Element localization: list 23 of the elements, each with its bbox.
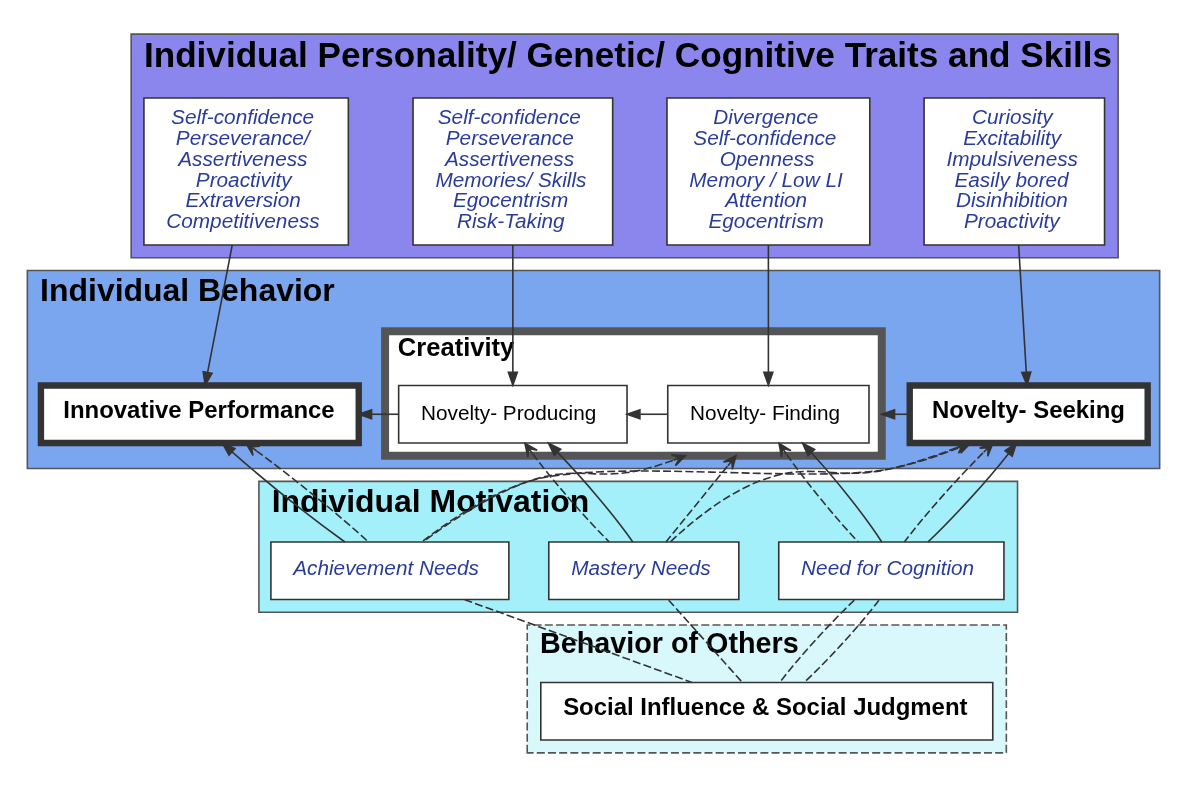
arrow — [762, 244, 774, 388]
node-box: Novelty- Seeking — [906, 382, 1151, 447]
arrow — [778, 442, 860, 543]
connector — [779, 599, 856, 684]
arrow — [507, 244, 519, 388]
node-box: Mastery Needs — [548, 541, 740, 601]
arrow — [800, 441, 883, 543]
node-box: Need for Cognition — [777, 541, 1005, 601]
connector — [464, 598, 693, 684]
node-box: Novelty- Producing — [397, 384, 628, 444]
connector — [803, 599, 880, 684]
arrow — [524, 442, 611, 543]
arrow — [665, 454, 737, 543]
node-box: Social Influence & Social Judgment — [540, 681, 994, 741]
node-box: Self-confidence Perseverance Assertiveness Memories/ Skills Egocentrism Risk-Taking — [412, 97, 614, 246]
node-box: Curiosity Excitability Impulsiveness Easily bored Disinhibition Proactivity — [923, 97, 1106, 246]
node-box: Novelty- Finding — [666, 384, 870, 444]
node-box: Innovative Performance — [37, 382, 362, 447]
node-box: Divergence Self-confidence Openness Memory / Low LI Attention Egocentrism — [666, 97, 871, 246]
arrow — [546, 441, 634, 543]
node-box: Self-confidence Perseverance/ Assertiveness Proactivity Extraversion Competitiveness — [143, 97, 350, 246]
arrow — [624, 408, 669, 420]
node-box: Achievement Needs — [270, 541, 510, 601]
